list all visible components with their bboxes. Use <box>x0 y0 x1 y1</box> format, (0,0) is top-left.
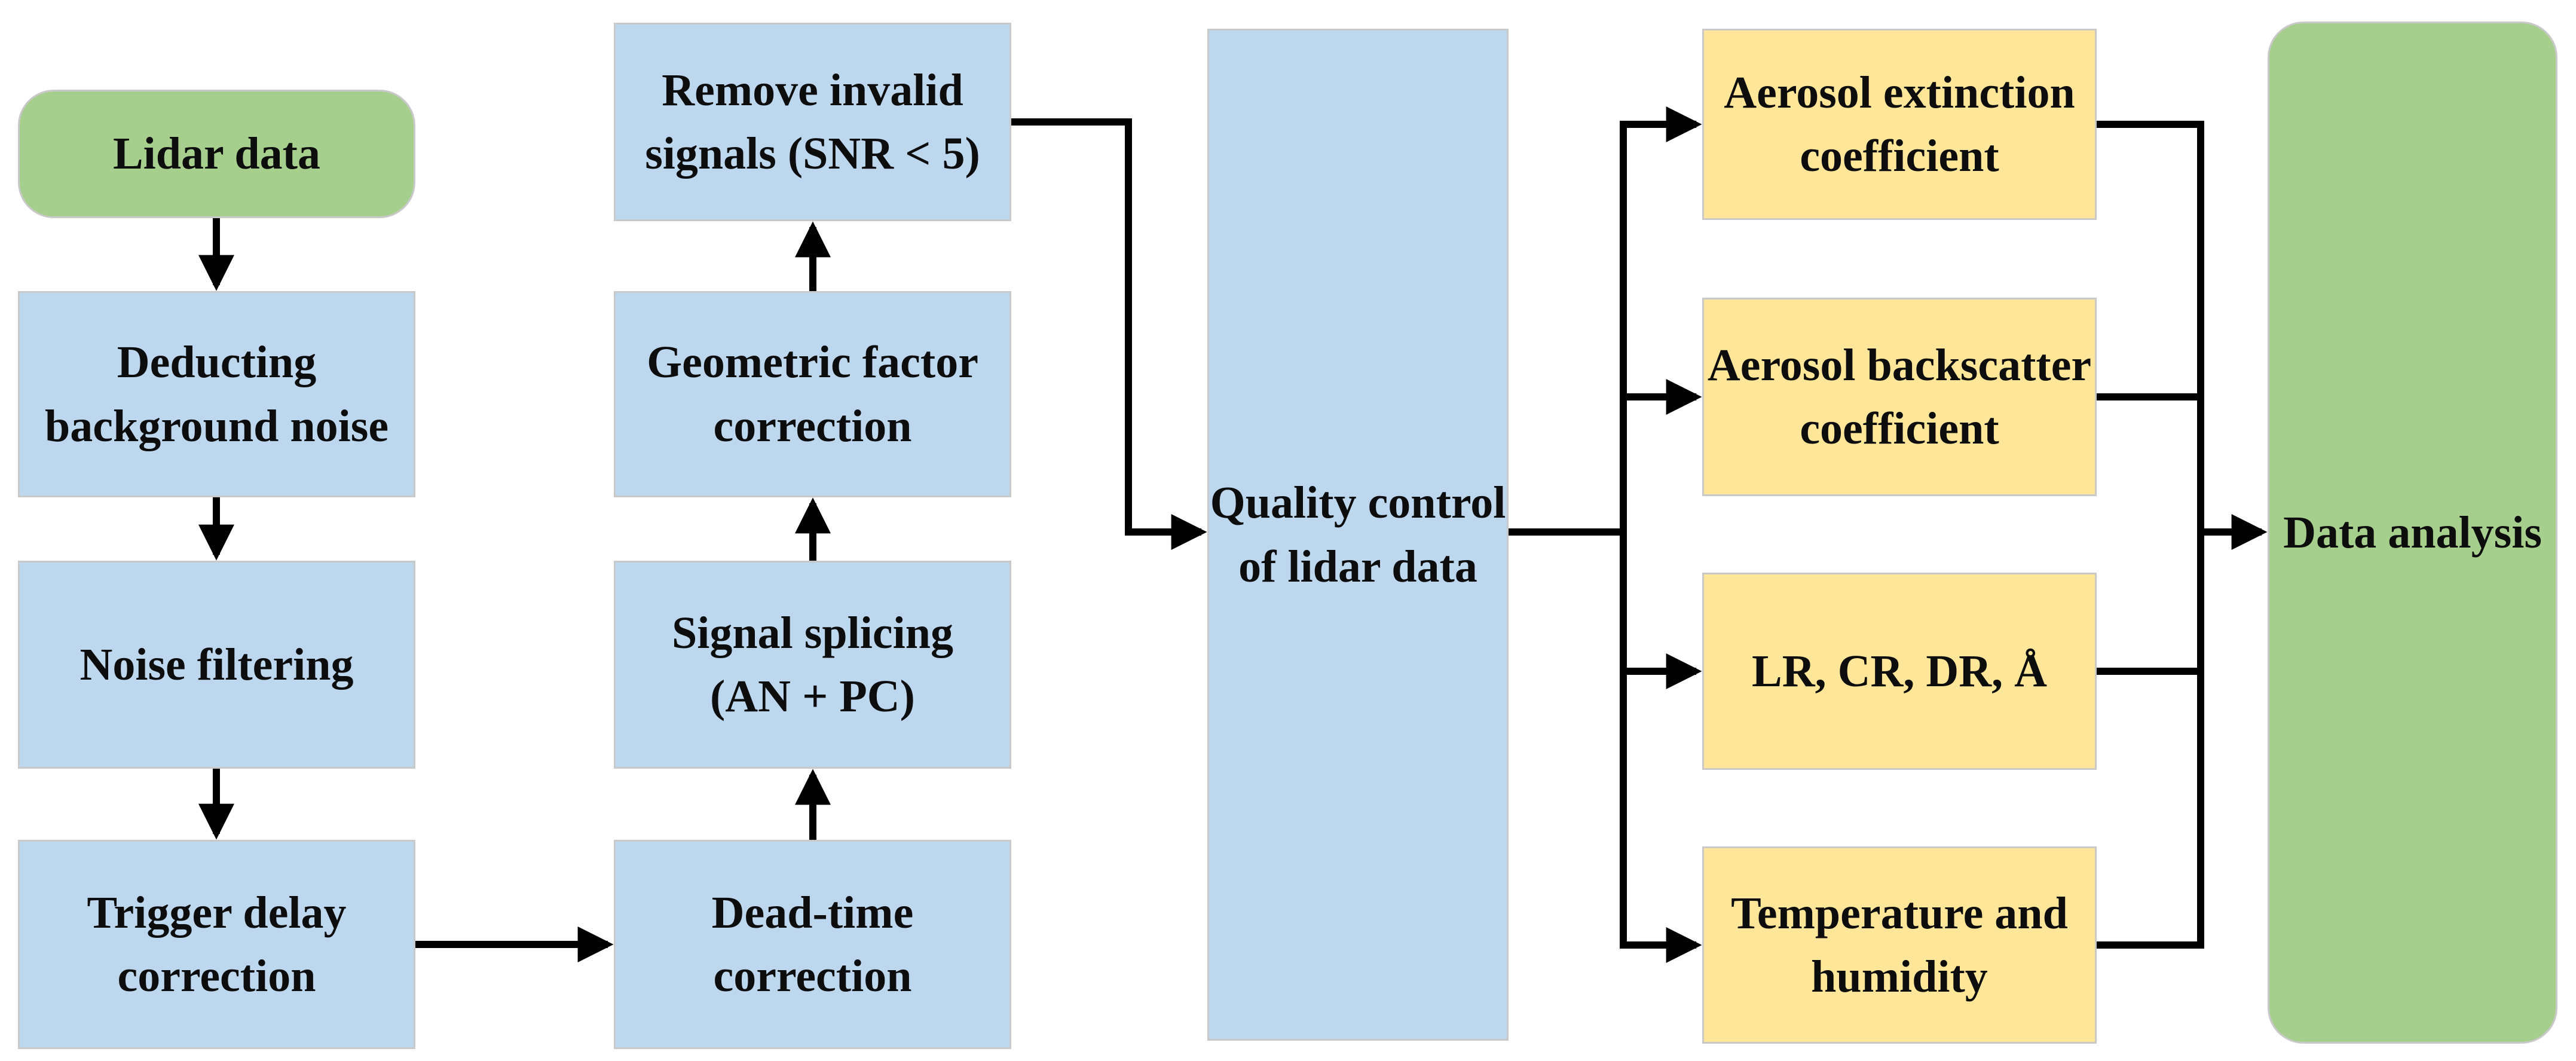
node-trigger-delay-correction: Trigger delay correction <box>18 840 415 1049</box>
node-noise-filtering: Noise filtering <box>18 561 415 769</box>
node-quality-control: Quality control of lidar data <box>1207 29 1509 1041</box>
node-geometric-factor-correction: Geometric factor correction <box>614 291 1011 497</box>
node-lr-cr-dr-angstrom-label: LR, CR, DR, Å <box>1752 646 2047 696</box>
node-signal-splicing: Signal splicing (AN + PC) <box>614 561 1011 769</box>
node-lidar-data-label: Lidar data <box>112 129 320 179</box>
node-aerosol-extinction-label: Aerosol extinction coefficient <box>1724 67 2075 181</box>
node-deducting-background-noise-label: Deducting background noise <box>44 337 389 451</box>
arrow-remove-to-quality <box>1011 118 1207 550</box>
node-temperature-humidity: Temperature and humidity <box>1702 846 2097 1044</box>
node-dead-time-correction-label: Dead-time correction <box>711 887 914 1001</box>
node-aerosol-backscatter: Aerosol backscatter coefficient <box>1702 298 2097 496</box>
node-signal-splicing-label: Signal splicing (AN + PC) <box>672 607 953 721</box>
node-data-analysis: Data analysis <box>2268 22 2557 1044</box>
node-data-analysis-label: Data analysis <box>2283 507 2542 558</box>
node-deducting-background-noise: Deducting background noise <box>18 291 415 497</box>
node-aerosol-backscatter-label: Aerosol backscatter coefficient <box>1707 340 2092 454</box>
node-geometric-factor-correction-label: Geometric factor correction <box>647 337 978 451</box>
node-remove-invalid-signals: Remove invalid signals (SNR < 5) <box>614 23 1011 221</box>
node-aerosol-extinction: Aerosol extinction coefficient <box>1702 29 2097 220</box>
node-lidar-data: Lidar data <box>18 90 415 218</box>
node-trigger-delay-correction-label: Trigger delay correction <box>87 887 347 1001</box>
node-quality-control-label: Quality control of lidar data <box>1210 478 1506 592</box>
node-remove-invalid-signals-label: Remove invalid signals (SNR < 5) <box>645 65 980 179</box>
node-noise-filtering-label: Noise filtering <box>79 639 354 690</box>
node-dead-time-correction: Dead-time correction <box>614 840 1011 1049</box>
node-lr-cr-dr-angstrom: LR, CR, DR, Å <box>1702 573 2097 770</box>
node-temperature-humidity-label: Temperature and humidity <box>1731 888 2068 1002</box>
